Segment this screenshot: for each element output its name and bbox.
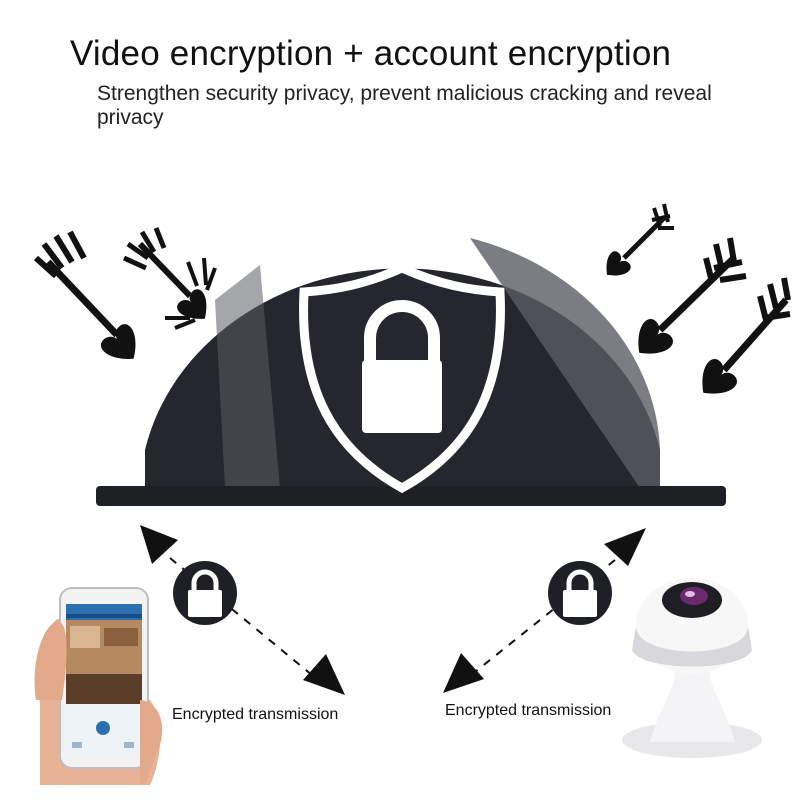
padlock-icon (362, 300, 442, 433)
headline: Video encryption + account encryption (70, 34, 672, 73)
left-transmission-path (140, 525, 345, 695)
arrow-icon (122, 227, 217, 330)
security-camera-icon (622, 578, 762, 758)
padlock-icon (548, 561, 612, 625)
arrow-icon (690, 277, 791, 406)
left-transmission-caption: Encrypted transmission (172, 706, 339, 723)
subheadline: Strengthen security privacy, prevent mal… (97, 82, 712, 129)
right-transmission-path (443, 528, 646, 693)
arrow-icon (626, 237, 747, 366)
arrow-icon (33, 230, 148, 371)
padlock-icon (173, 561, 237, 625)
arrow-icon (598, 203, 674, 284)
right-transmission-caption: Encrypted transmission (445, 702, 612, 719)
smartphone-icon (34, 587, 163, 785)
